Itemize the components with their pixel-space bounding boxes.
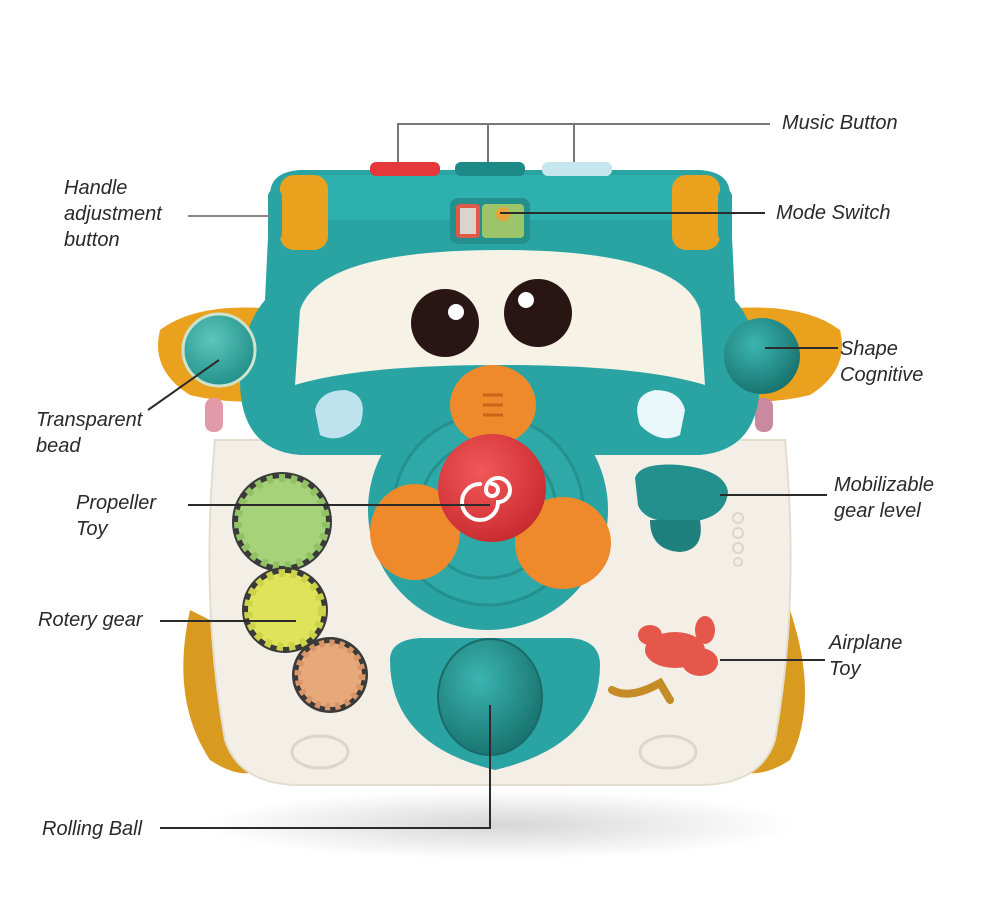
floor-shadow xyxy=(200,790,800,860)
rotary-gears[interactable] xyxy=(232,472,368,713)
music-button-red[interactable] xyxy=(370,162,440,176)
leader-lines xyxy=(147,123,838,829)
label-handle-adjustment-button: Handle adjustment button xyxy=(64,177,162,251)
upper-body xyxy=(240,170,760,455)
rolling-ball[interactable] xyxy=(390,638,600,770)
label-rolling-ball: Rolling Ball xyxy=(42,818,143,840)
propeller-toy[interactable] xyxy=(370,365,611,589)
label-mode-switch: Mode Switch xyxy=(776,202,891,224)
label-airplane-toy: Airplane Toy xyxy=(829,632,903,680)
label-propeller-toy: Propeller Toy xyxy=(76,492,157,540)
airplane-toy[interactable] xyxy=(608,616,718,704)
music-buttons xyxy=(370,162,612,176)
label-rotery-gear: Rotery gear xyxy=(38,609,143,631)
shape-cognitive-button[interactable] xyxy=(724,318,800,394)
handle-bar xyxy=(268,175,732,250)
label-transparent-bead: Transparent bead xyxy=(36,409,143,457)
transparent-bead[interactable] xyxy=(181,312,257,388)
label-music-button: Music Button xyxy=(782,112,898,134)
mode-switch[interactable] xyxy=(450,198,530,244)
label-mobilizable-gear-level: Mobilizable gear level xyxy=(834,474,935,522)
gear-lever[interactable] xyxy=(635,464,744,567)
music-button-light[interactable] xyxy=(542,162,612,176)
music-button-teal[interactable] xyxy=(455,162,525,176)
label-shape-cognitive: Shape Cognitive xyxy=(840,338,924,386)
